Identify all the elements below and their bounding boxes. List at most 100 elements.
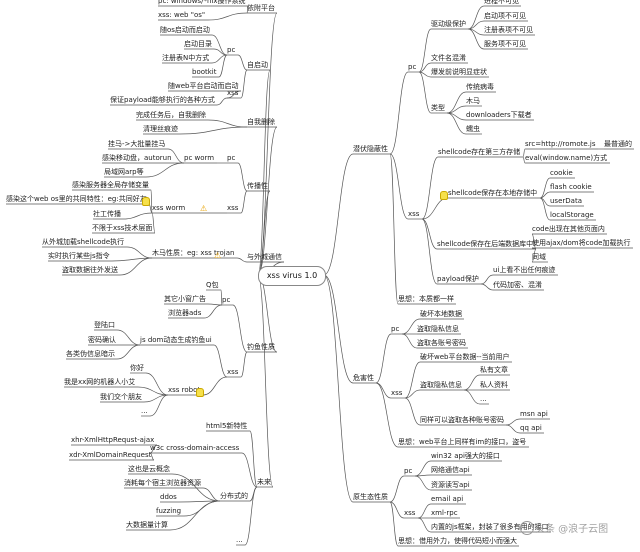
node-ui-88[interactable]: ui上看不出任何痕迹 <box>493 266 556 274</box>
node-node-12[interactable]: 自我删除 <box>247 118 275 126</box>
node-xss-73[interactable]: xss <box>408 210 420 218</box>
node-node-43[interactable]: 你好 <box>130 364 144 372</box>
node-node-98[interactable]: 盗取隐私信息 <box>420 381 462 389</box>
node-node-76[interactable]: 最普通的 <box>604 140 632 148</box>
node-arp-20[interactable]: 局域网arp等 <box>104 168 144 176</box>
node-node-52[interactable]: 分布式的 <box>220 492 248 500</box>
node-node-70[interactable]: 木马 <box>466 97 480 105</box>
node-web-im-105[interactable]: 思想：web平台上同样有im的接口，盗号 <box>398 438 527 446</box>
node-node-91[interactable]: 危害性 <box>353 374 374 382</box>
node-node-13[interactable]: 完成任务后，自我删除 <box>136 111 206 119</box>
node-node-6[interactable]: 启动目录 <box>184 40 212 48</box>
node-node-102[interactable]: 同样可以盗取各种账号密码 <box>420 416 504 424</box>
node-pc-33[interactable]: pc <box>222 296 231 304</box>
node-node-64[interactable]: 注册表项不可见 <box>484 26 533 34</box>
node-pc-16[interactable]: pc <box>227 154 236 162</box>
node-node-47[interactable]: 未来 <box>257 478 271 486</box>
node-xss-worm-22[interactable]: xss worm <box>152 204 186 212</box>
node-xss-9[interactable]: xss <box>227 89 239 97</box>
node-node-59[interactable]: 潜伏隐蔽性 <box>353 145 388 153</box>
node-pc-60[interactable]: pc <box>408 63 417 71</box>
node-pc-92[interactable]: pc <box>391 325 400 333</box>
node-js-30[interactable]: 实时执行某些js指令 <box>48 252 110 260</box>
node-node-27[interactable]: 与外城通信 <box>247 253 282 261</box>
node-ajax-dom-code-85[interactable]: 使用ajax/dom将code加载执行 <box>532 239 631 247</box>
node-node-45[interactable]: 我们交个朋友 <box>100 393 142 401</box>
node-qq-api-104[interactable]: qq api <box>520 424 542 432</box>
node-node-95[interactable]: 盗取各账号密码 <box>417 339 466 347</box>
node-node-99[interactable]: 私有文章 <box>480 366 508 374</box>
node-node-63[interactable]: 启动项不可见 <box>484 12 526 20</box>
node-xss-26[interactable]: 不限于xss技术层面 <box>92 224 153 232</box>
node-localstorage-82[interactable]: localStorage <box>550 211 594 219</box>
node-n-7[interactable]: 注册表N中方式 <box>162 54 210 62</box>
node-node-66[interactable]: 文件名混淆 <box>431 54 466 62</box>
node-ads-36[interactable]: 浏览器ads <box>168 309 202 317</box>
node-node-67[interactable]: 爆发前说明显症状 <box>431 68 487 76</box>
node-node-61[interactable]: 驱动级保护 <box>431 20 466 28</box>
node-xss-111[interactable]: xss <box>404 509 416 517</box>
node-xx-44[interactable]: 我是xx网的机器人小艾 <box>64 378 136 386</box>
node-shellcode-83[interactable]: shellcode保存在后端数据库中 <box>437 240 534 248</box>
node-email-api-112[interactable]: email api <box>431 495 464 503</box>
node-eval-window-name-77[interactable]: eval(window.name)方式 <box>525 154 608 162</box>
node-node-57[interactable]: 大数据量计算 <box>126 521 168 529</box>
node-node-94[interactable]: 盗取隐私信息 <box>417 325 459 333</box>
node-node-40[interactable]: 密码确认 <box>88 336 116 344</box>
node-node-72[interactable]: 蠕虫 <box>466 125 480 133</box>
node-node-69[interactable]: 传统病毒 <box>466 83 494 91</box>
node-pc-windows-nix-1[interactable]: pc: windows/*nix操作系统 <box>158 0 246 5</box>
node-xss-96[interactable]: xss <box>391 389 403 397</box>
node-xml-rpc-113[interactable]: xml-rpc <box>431 509 458 517</box>
node-js-114[interactable]: 内置的js框架，封装了很多有用的接口 <box>431 523 549 531</box>
node-api-109[interactable]: 网络通信api <box>431 466 470 474</box>
node-pc-107[interactable]: pc <box>404 467 413 475</box>
node-shellcode-29[interactable]: 从外城加载shellcode执行 <box>42 238 125 246</box>
node-src-http-romote-js-75[interactable]: src=http://romote.js <box>525 140 596 148</box>
node-node-15[interactable]: 传播性 <box>247 182 268 190</box>
node-eg-xss-trojan-28[interactable]: 木马性质：eg: xss trojan <box>152 249 235 257</box>
node-win32-api-108[interactable]: win32 api强大的接口 <box>431 452 500 460</box>
node-node-41[interactable]: 各类伪信息暗示 <box>66 350 115 358</box>
node-web-os-eg-24[interactable]: 感染这个web os里的共同特性：eg:共同好友 <box>6 195 147 203</box>
node-node-86[interactable]: 同域 <box>532 253 546 261</box>
node-shellcode-74[interactable]: shellcode存在第三方存储 <box>438 148 521 156</box>
node-node-106[interactable]: 原生态性质 <box>353 493 388 501</box>
node-q-34[interactable]: Q包 <box>206 281 219 289</box>
node-html5-48[interactable]: html5新特性 <box>206 422 248 430</box>
node-node-53[interactable]: 这也是云概念 <box>128 465 170 473</box>
node-pc-4[interactable]: pc <box>227 46 236 54</box>
node-js-dom-ui-38[interactable]: js dom动态生成钓鱼ui <box>140 336 212 344</box>
node-node-89[interactable]: 代码加密、混淆 <box>493 281 542 289</box>
node-downloaders-71[interactable]: downloaders下载者 <box>466 111 532 119</box>
node-payload-11[interactable]: 保证payload能够执行的各种方式 <box>110 96 215 104</box>
node-xss-37[interactable]: xss <box>227 368 239 376</box>
node-msn-api-103[interactable]: msn api <box>520 410 548 418</box>
node-node-23[interactable]: 感染服务器全局存储变量 <box>72 181 149 189</box>
node-xss-robot-42[interactable]: xss robot <box>168 386 201 394</box>
node-flash-cookie-80[interactable]: flash cookie <box>550 183 592 191</box>
node-node-46[interactable]: ... <box>141 407 148 415</box>
node-w3c-cross-domain-access-49[interactable]: w3c cross-domain-access <box>150 444 240 452</box>
node-node-14[interactable]: 清理丝痕迹 <box>143 125 178 133</box>
node-web-97[interactable]: 破坏web平台数据--当前用户 <box>420 353 510 361</box>
node-node-101[interactable]: ... <box>480 395 487 403</box>
node-node-68[interactable]: 类型 <box>431 104 445 112</box>
node-node-32[interactable]: 钓鱼性质 <box>247 343 275 351</box>
node-userdata-81[interactable]: userData <box>550 197 582 205</box>
node-cookie-79[interactable]: cookie <box>550 169 573 177</box>
node-node-65[interactable]: 服务项不可见 <box>484 40 526 48</box>
node-os-5[interactable]: 随os启动而启动 <box>160 26 210 34</box>
node-code-84[interactable]: code出现在其他页面内 <box>532 225 605 233</box>
node-node-93[interactable]: 破坏本地数据 <box>420 310 462 318</box>
node-payload-87[interactable]: payload保护 <box>437 275 479 283</box>
node-node-58[interactable]: ... <box>236 536 243 544</box>
node-pc-worm-17[interactable]: pc worm <box>184 154 215 162</box>
node-shellcode-78[interactable]: shellcode保存在本地存储中 <box>448 189 538 197</box>
node-xss-21[interactable]: xss <box>227 204 239 212</box>
node-ddos-55[interactable]: ddos <box>160 493 177 501</box>
node-xhr-xmlhttprequst-ajax-50[interactable]: xhr-XmlHttpRequst-ajax <box>71 436 155 444</box>
node-node-90[interactable]: 思想：本质都一样 <box>398 295 454 303</box>
node-node-25[interactable]: 社工传播 <box>93 210 121 218</box>
node-node-0[interactable]: 依附平台 <box>247 4 275 12</box>
